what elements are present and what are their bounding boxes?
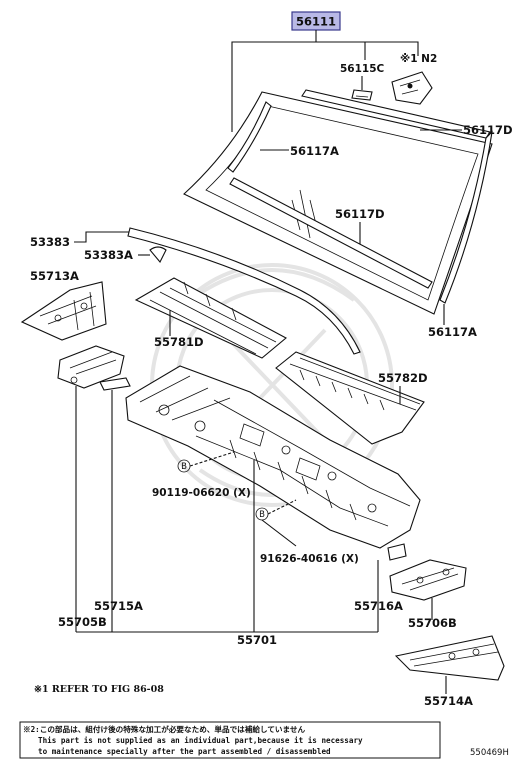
part-number-91626-40616[interactable]: 91626-40616 (X) <box>260 553 359 565</box>
mirror-bracket-N2 <box>391 71 433 105</box>
refer-note: ※1 REFER TO FIG 86-08 <box>34 684 164 695</box>
bracket-55714A <box>394 635 505 681</box>
note-line-en-2: to maintenance specially after the part … <box>38 747 331 756</box>
callout-letter-b2: B <box>259 510 265 520</box>
cowl-panel-55782D <box>275 351 425 445</box>
notes-box <box>19 721 441 759</box>
cowl-seal-53383 <box>127 227 361 355</box>
part-number-56117A-top[interactable]: 56117A <box>290 144 339 158</box>
bottom-bracket-leaders <box>75 386 433 633</box>
part-number-55713A[interactable]: 55713A <box>30 269 79 283</box>
part-number-53383[interactable]: 53383 <box>30 235 70 249</box>
part-number-56111[interactable]: 56111 <box>296 15 336 29</box>
part-number-55782D[interactable]: 55782D <box>378 371 428 385</box>
part-number-55706B[interactable]: 55706B <box>408 616 457 630</box>
moulding-56117D-lower <box>229 177 433 289</box>
moulding-56117A-left <box>227 101 272 173</box>
bolt-callout-b1: B <box>177 451 235 473</box>
part-number-56117D-mid[interactable]: 56117D <box>335 207 385 221</box>
part-number-55716A[interactable]: 55716A <box>354 599 403 613</box>
bolt-callout-b2: B <box>255 499 297 547</box>
part-number-55781D[interactable]: 55781D <box>154 335 204 349</box>
figure-code: 550469H <box>470 748 509 758</box>
bracket-55715A <box>57 345 125 389</box>
part-ref-N2[interactable]: ※1 N2 <box>400 53 437 65</box>
clip-53383A <box>149 246 167 263</box>
part-number-56115C[interactable]: 56115C <box>340 63 385 75</box>
main-part-bracket <box>231 30 419 132</box>
part-number-90119-06620[interactable]: 90119-06620 (X) <box>152 487 251 499</box>
cowl-top-55701 <box>125 365 421 549</box>
bracket-55705B <box>99 377 131 391</box>
moulding-56117D-top <box>301 89 491 139</box>
leader-53383 <box>74 231 132 243</box>
part-number-53383A[interactable]: 53383A <box>84 248 133 262</box>
part-number-55714A[interactable]: 55714A <box>424 694 473 708</box>
bracket-55706B <box>389 559 467 601</box>
bracket-55716A <box>387 543 407 561</box>
bracket-55713A <box>20 281 107 341</box>
clip-56115C <box>351 89 373 101</box>
note-line-jp: ※2:この部品は、組付け後の特殊な加工が必要なため、単品では補給していません <box>23 724 305 734</box>
part-number-56117A-right[interactable]: 56117A <box>428 325 477 339</box>
part-number-55705B[interactable]: 55705B <box>58 615 107 629</box>
part-number-55701[interactable]: 55701 <box>237 633 277 647</box>
moulding-56117A-right <box>439 130 493 304</box>
part-number-55715A[interactable]: 55715A <box>94 599 143 613</box>
callout-letter-b1: B <box>181 462 187 472</box>
part-number-56117D-top[interactable]: 56117D <box>463 123 513 137</box>
note-line-en-1: This part is not supplied as an individu… <box>38 736 363 745</box>
cowl-panel-55781D <box>134 277 287 359</box>
